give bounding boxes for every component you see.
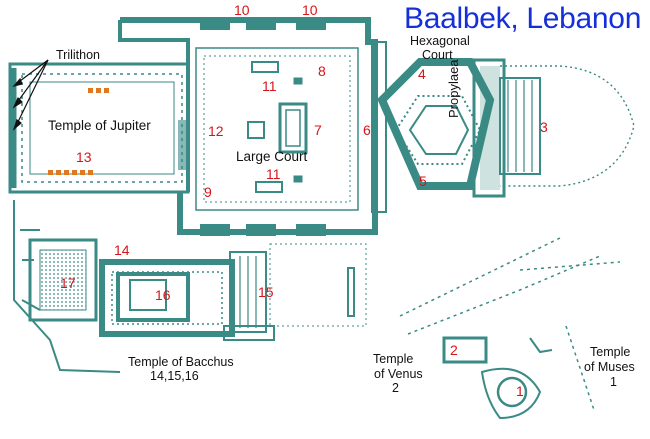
label-temple-of-jupiter: Temple of Jupiter [48,118,151,133]
label-hexagonal-court-2: Court [422,48,453,62]
label-temple-of-venus-2: of Venus [374,367,423,381]
label-hexagonal-court-1: Hexagonal [410,34,470,48]
number-10-right: 10 [302,2,318,18]
label-trilithon: Trilithon [56,48,100,62]
label-temple-of-venus-1: Temple [373,352,414,366]
number-5: 5 [419,173,427,189]
number-2: 2 [450,342,458,358]
number-12: 12 [208,123,224,139]
number-10-left: 10 [234,2,250,18]
number-13: 13 [76,149,92,165]
propylaea-plan [472,58,635,198]
area-17-ruins [13,200,121,373]
number-11-top: 11 [262,78,277,94]
label-propylaea: Propylaea [446,59,461,118]
trilithon-arrows [12,59,49,131]
large-court-exedrae [200,18,326,236]
label-temple-of-venus-3: 2 [392,381,399,395]
number-7: 7 [314,122,322,138]
number-3: 3 [540,119,548,135]
label-temple-of-muses-3: 1 [610,375,617,389]
hexagonal-court-plan [371,41,495,213]
forecourt-gate [347,267,355,317]
label-temple-of-bacchus-1: Temple of Bacchus [128,355,234,369]
bacchus-forecourt [269,243,367,327]
label-temple-of-muses-1: Temple [590,345,631,359]
map-title: Baalbek, Lebanon [404,2,642,35]
number-6: 6 [363,122,371,138]
number-15: 15 [258,284,274,300]
propylaea-text: Propylaea [446,59,461,118]
number-16: 16 [155,287,171,303]
label-temple-of-muses-2: of Muses [584,360,635,374]
number-4: 4 [418,66,426,82]
temple-of-bacchus-plan [99,251,275,341]
number-17: 17 [60,275,76,291]
number-8: 8 [318,63,326,79]
jupiter-highlight-columns [48,88,109,175]
label-large-court: Large Court [236,149,308,164]
number-1: 1 [516,383,524,399]
number-14: 14 [114,242,130,258]
label-temple-of-bacchus-2: 14,15,16 [150,369,199,383]
number-9: 9 [204,184,212,200]
large-court-plan [118,17,378,235]
number-11-bottom: 11 [266,166,281,182]
venus-muses-plan [399,237,621,420]
